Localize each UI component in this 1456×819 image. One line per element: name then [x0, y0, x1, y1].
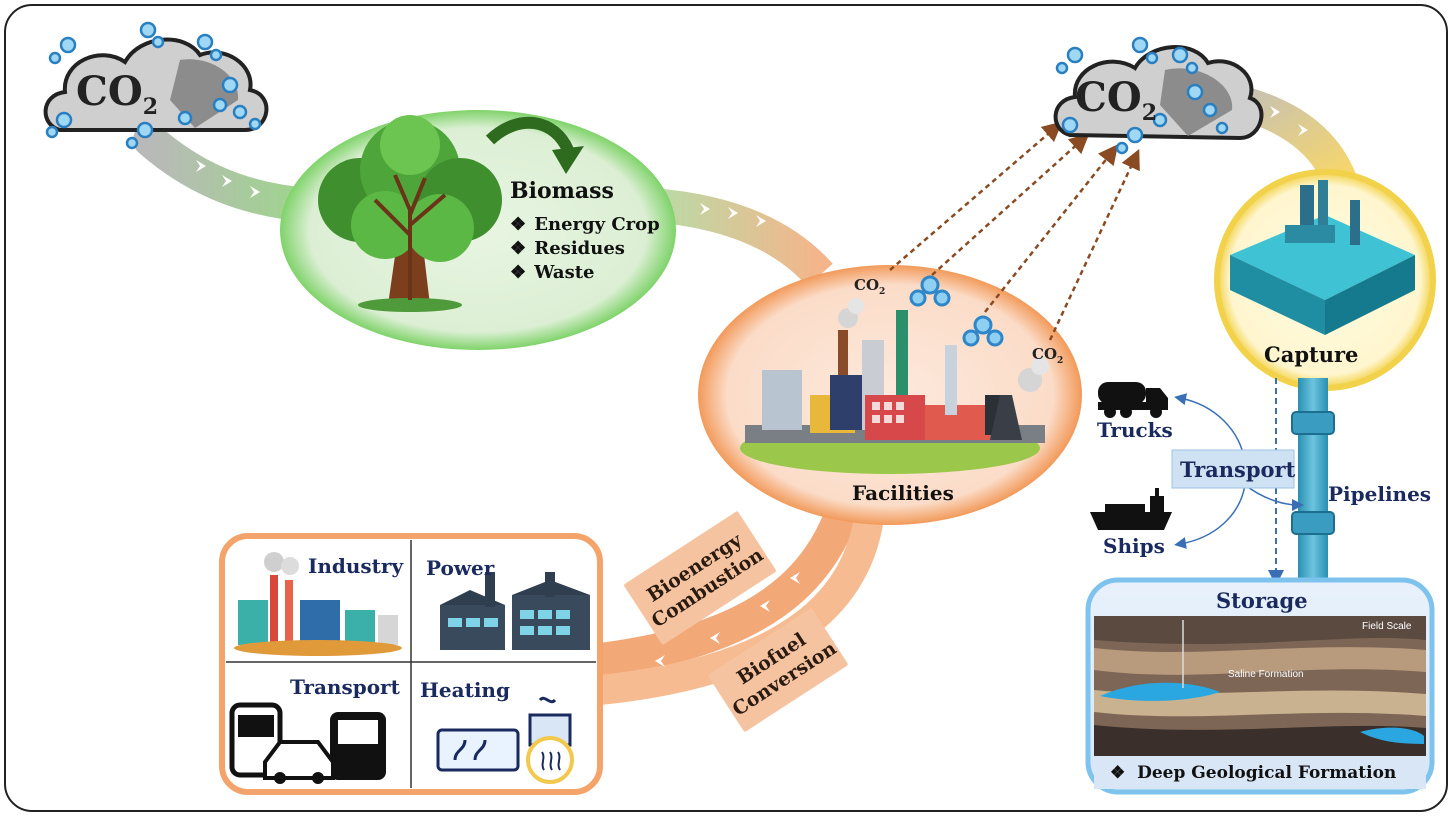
power-label: Power [426, 556, 495, 580]
pipeline-pipe [1298, 378, 1328, 583]
flow-band-biomass-to-facilities [648, 188, 833, 287]
storage-title: Storage [1216, 588, 1308, 613]
factory-icon [740, 298, 1049, 474]
capture-plant-icon [1230, 180, 1415, 335]
transport-box [1171, 449, 1295, 489]
biomass-item: ❖ Energy Crop [510, 214, 660, 235]
biomass-item: ❖ Waste [510, 262, 595, 283]
ship-icon [1090, 488, 1172, 530]
flow-band-bioenergy [597, 499, 862, 677]
vehicles-icon [229, 702, 386, 784]
co2-emission-label: CO2 [854, 276, 886, 297]
geology-layers-image [1094, 616, 1426, 756]
flow-band-cloud-to-biomass [133, 123, 327, 222]
flow-chevrons [196, 160, 260, 198]
biomass-item: ❖ Residues [510, 238, 625, 259]
bioenergy-label-box [624, 511, 776, 645]
facilities-title: Facilities [852, 481, 954, 505]
co2-label-left: CO2 [76, 68, 158, 120]
bubble-decoration [45, 21, 1229, 155]
biofuel-label-box [708, 608, 848, 732]
co2-emission-label: CO2 [1032, 345, 1064, 366]
capture-title: Capture [1264, 342, 1359, 367]
trucks-label: Trucks [1097, 418, 1173, 442]
transport-use-label: Transport [290, 675, 400, 699]
co2-molecule-icon [909, 275, 1004, 347]
heating-label: Heating [420, 678, 510, 702]
emission-arrows [889, 121, 1140, 341]
saline-formation-label: Saline Formation [1228, 669, 1304, 680]
power-plant-icon [440, 572, 590, 650]
deep-geological-formation-label: ❖ Deep Geological Formation [1110, 763, 1397, 783]
transport-title: Transport [1180, 457, 1296, 482]
industry-label: Industry [308, 554, 404, 578]
tree-icon [318, 115, 502, 312]
pipelines-label: Pipelines [1328, 482, 1432, 506]
industry-icon [234, 552, 402, 656]
biomass-title: Biomass [510, 178, 614, 204]
ships-label: Ships [1103, 534, 1165, 558]
heating-icon [436, 696, 574, 784]
curved-arrow-icon [485, 116, 574, 153]
field-scale-label: Field Scale [1362, 621, 1412, 632]
co2-label-right: CO2 [1075, 74, 1157, 126]
truck-icon [1098, 382, 1168, 418]
